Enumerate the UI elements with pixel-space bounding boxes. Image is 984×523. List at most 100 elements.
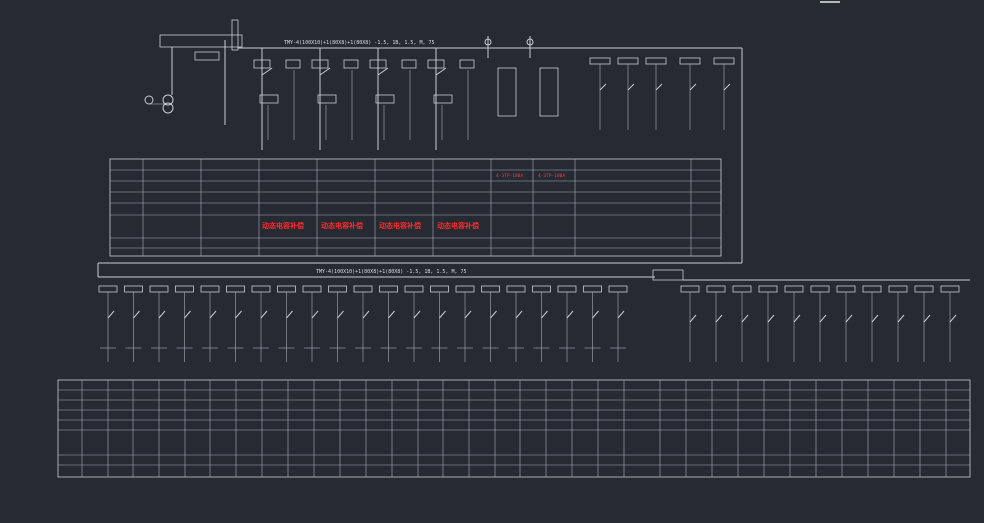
right-outgoing-switch [715,314,723,323]
lower-outgoing-header [277,285,296,293]
lower-outgoing-switch [413,310,421,319]
right-outgoing-switch [767,314,775,323]
right-outgoing-switch [819,314,827,323]
right-outgoing-header [940,285,960,293]
capacitor-bay-unit [259,94,279,104]
lower-outgoing-header [200,285,220,293]
upper-outgoing-header [645,57,667,65]
upper-outgoing-header [589,57,611,65]
upper-outgoing-switch [655,83,663,91]
upper-outgoing-switch [723,83,731,91]
right-outgoing-header [706,285,726,293]
meter-bay-fuse [484,38,492,46]
right-outgoing-switch [793,314,801,323]
upper-table-frame [109,158,722,257]
capacitor-bay-switch [261,67,273,76]
lower-outgoing-header [353,285,373,293]
lower-outgoing-switch [107,310,115,319]
lower-outgoing-switch [311,310,319,319]
capacitor-bay-meter [459,59,475,69]
right-outgoing-switch [949,314,957,323]
lower-outgoing-header [608,285,628,293]
upper-outgoing-switch [689,83,697,91]
lower-outgoing-switch [490,310,497,319]
capacitor-bay-unit [433,94,453,104]
lower-outgoing-switch [541,310,548,319]
capacitor-bay-switch [377,67,389,76]
capacitor-bay-header [311,59,329,69]
capacitor-bay-meter [401,59,417,69]
transformer-winding-1 [162,94,174,106]
right-outgoing-header [914,285,934,293]
lower-outgoing-header [175,285,194,293]
lower-table [57,379,971,478]
lower-outgoing-header [302,285,322,293]
capacitor-label-1: 动态电容补偿 [262,221,304,230]
capacitor-bay-header [253,59,271,69]
lower-feeders [98,285,960,362]
lower-outgoing-header [455,285,475,293]
right-outgoing-switch [845,314,853,323]
lower-outgoing-switch [388,310,395,319]
capacitor-label-2: 动态电容补偿 [321,221,363,230]
red-small-label-2: 4-3TP-180A [538,173,565,179]
right-outgoing-header [888,285,908,293]
upper-bus-label: TMY-4(100X10)+1(80X8)+1(80X8) -1.5, 1B, … [284,40,435,46]
lower-outgoing-header [557,285,577,293]
transformer-title-box [159,34,243,48]
meter-bay-fuse [526,38,534,46]
red-small-label-1: 4-3TP-180A [496,173,523,179]
lower-outgoing-switch [158,310,166,319]
upper-outgoing-header [679,57,701,65]
capacitor-bay-meter [343,59,359,69]
lower-outgoing-header [251,285,271,293]
lower-outgoing-header [124,285,143,293]
lower-outgoing-header [328,285,347,293]
lower-outgoing-header [583,285,602,293]
right-outgoing-header [758,285,778,293]
lower-outgoing-switch [184,310,191,319]
meter-bay-cabinet [497,67,517,117]
lower-outgoing-header [98,285,118,293]
capacitor-bay-unit [317,94,337,104]
right-outgoing-switch [897,314,905,323]
transformer-meter-box [194,51,220,61]
lower-outgoing-header [532,285,551,293]
meter-bay-cabinet [539,67,559,117]
capacitor-bay-header [369,59,387,69]
lower-outgoing-header [430,285,449,293]
bus-coupler-box [652,269,684,281]
lower-outgoing-switch [133,310,140,319]
right-outgoing-header [732,285,752,293]
lower-outgoing-switch [286,310,293,319]
lower-outgoing-header [481,285,500,293]
upper-table [109,158,722,257]
right-outgoing-header [680,285,700,293]
upper-outgoing-switch [599,83,607,91]
lower-outgoing-switch [260,310,268,319]
upper-feeders [253,36,735,150]
capacitor-label-3: 动态电容补偿 [379,221,421,230]
lower-bus-label: TMY-4(100X10)+1(80X8)+1(80X8) -1.5, 1B, … [316,269,467,275]
upper-outgoing-header [713,57,735,65]
ground-symbol [144,95,154,105]
lower-outgoing-switch [439,310,446,319]
lower-outgoing-header [404,285,424,293]
right-outgoing-switch [741,314,749,323]
lower-table-frame [57,379,971,478]
lower-outgoing-switch [464,310,472,319]
transformer-winding-2 [162,102,174,114]
right-outgoing-header [836,285,856,293]
lower-outgoing-header [506,285,526,293]
lower-outgoing-header [149,285,169,293]
lower-outgoing-switch [592,310,599,319]
right-outgoing-header [862,285,882,293]
riser-box [231,19,239,51]
capacitor-label-4: 动态电容补偿 [437,221,479,230]
capacitor-bay-header [427,59,445,69]
right-outgoing-header [810,285,830,293]
right-outgoing-switch [689,314,697,323]
upper-outgoing-header [617,57,639,65]
